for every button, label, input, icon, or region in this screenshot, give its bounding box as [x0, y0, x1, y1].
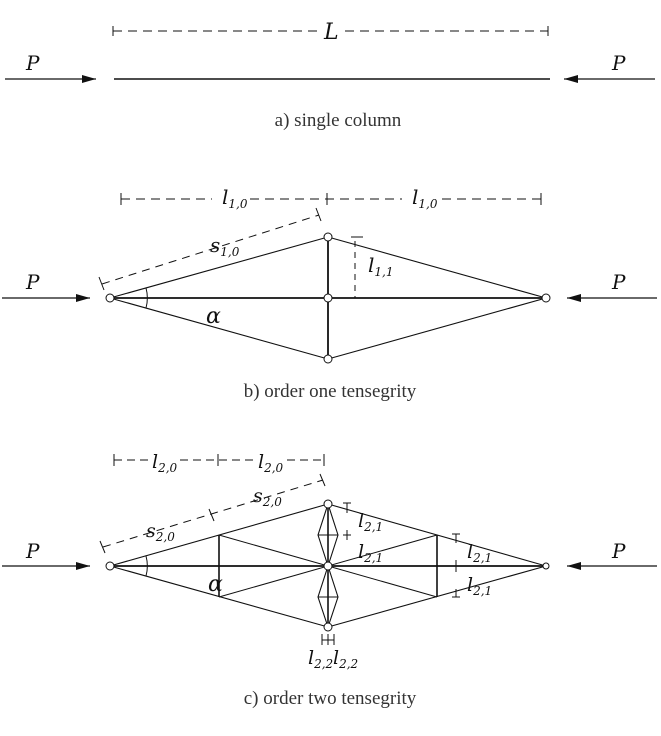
- angle-label: α: [208, 572, 223, 597]
- length-label: L: [323, 20, 339, 45]
- load-label-left: P: [25, 539, 40, 563]
- cable: [109, 297, 329, 360]
- l10-label-right: l1,0: [412, 185, 438, 211]
- l21-label-mid: l2,1: [358, 541, 383, 565]
- load-label-right: P: [611, 539, 626, 563]
- node: [105, 293, 115, 303]
- s-dim-tick: [319, 473, 326, 487]
- panel-b-labels: l1,0 l1,0 s1,0 l1,1 α P P: [25, 185, 626, 329]
- angle-arc: [145, 555, 148, 577]
- node: [323, 622, 333, 632]
- s-dim-tick: [315, 207, 322, 222]
- panel-a: [5, 26, 655, 83]
- s-dim-tick: [98, 276, 105, 291]
- s10-label: s1,0: [210, 233, 240, 259]
- node: [542, 562, 550, 570]
- caption-a: a) single column: [275, 110, 402, 131]
- s-dim-tick: [208, 508, 215, 522]
- load-label-right: P: [611, 270, 626, 294]
- l21-label-right-top: l2,1: [467, 541, 492, 565]
- load-label-left: P: [25, 270, 40, 294]
- panel-b: [2, 193, 657, 364]
- node: [323, 499, 333, 509]
- caption-b: b) order one tensegrity: [244, 381, 417, 402]
- l22-label-left: l2,2: [308, 647, 333, 671]
- s20-label-right: s2,0: [253, 485, 282, 509]
- l20-label-left: l2,0: [152, 451, 178, 475]
- cable: [327, 297, 547, 360]
- load-label-right: P: [611, 51, 626, 75]
- s-dim-line: [101, 214, 320, 285]
- angle-arc: [145, 287, 148, 309]
- l21-label-top: l2,1: [358, 510, 383, 534]
- cable: [109, 236, 329, 299]
- node: [541, 293, 551, 303]
- node: [323, 293, 333, 303]
- panel-c: [2, 454, 657, 645]
- angle-label: α: [206, 304, 221, 329]
- s-dim-line: [102, 479, 324, 548]
- node: [323, 561, 333, 571]
- l21-label-right-bottom: l2,1: [467, 574, 492, 598]
- l22-label-right: l2,2: [333, 647, 358, 671]
- node: [323, 232, 333, 242]
- panel-c-labels: l2,0 l2,0 s2,0 s2,0 l2,1 l2,1 l2,1 l2,1 …: [25, 451, 626, 671]
- l10-label-left: l1,0: [222, 185, 248, 211]
- cable: [327, 236, 547, 299]
- node: [105, 561, 115, 571]
- caption-c: c) order two tensegrity: [244, 688, 417, 709]
- load-label-left: P: [25, 51, 40, 75]
- l20-label-right: l2,0: [258, 451, 284, 475]
- node: [323, 354, 333, 364]
- s-dim-tick: [99, 540, 106, 554]
- l11-label: l1,1: [368, 253, 394, 279]
- s20-label-left: s2,0: [146, 520, 175, 544]
